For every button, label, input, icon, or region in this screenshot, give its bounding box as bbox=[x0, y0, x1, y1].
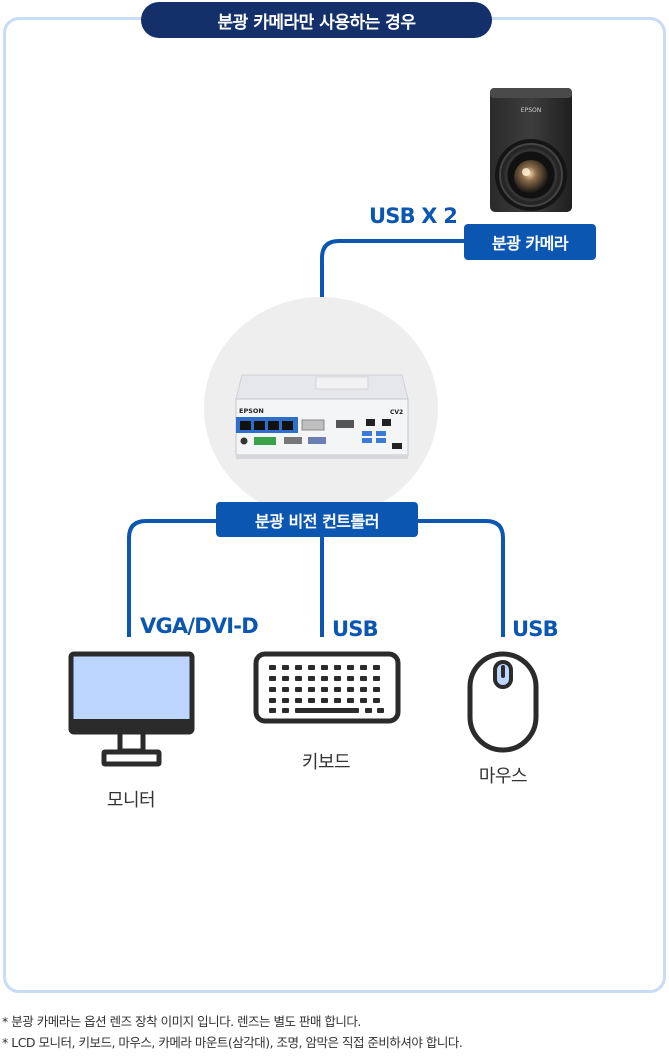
controller-tag: 분광 비전 컨트롤러 bbox=[216, 502, 418, 537]
footnote: * 분광 카메라는 옵션 렌즈 장착 이미지 입니다. 렌즈는 별도 판매 합니… bbox=[2, 1014, 361, 1029]
camera-image: EPSON bbox=[490, 88, 572, 212]
camera-brand: EPSON bbox=[521, 107, 541, 114]
keyboard-label: 키보드 bbox=[301, 752, 351, 773]
mouse-connection-label: USB bbox=[512, 617, 559, 641]
camera-tag: 분광 카메라 bbox=[464, 224, 596, 260]
monitor-connection-label: VGA/DVI-D bbox=[140, 614, 259, 638]
keyboard-connection-label: USB bbox=[332, 617, 379, 641]
mouse-icon bbox=[467, 651, 539, 753]
diagram-title: 분광 카메라만 사용하는 경우 bbox=[141, 2, 492, 38]
mouse-label: 마우스 bbox=[478, 766, 528, 787]
keyboard-icon bbox=[253, 651, 401, 724]
controller-image: EPSON CV2 bbox=[204, 297, 438, 519]
monitor-icon bbox=[68, 651, 195, 767]
monitor-label: 모니터 bbox=[106, 790, 156, 811]
camera-line bbox=[320, 239, 466, 298]
footnote: * LCD 모니터, 키보드, 마우스, 카메라 마운트(삼각대), 조명, 암… bbox=[2, 1035, 463, 1050]
camera-connection-label: USB X 2 bbox=[369, 204, 458, 228]
mouse-line bbox=[415, 519, 505, 637]
footnotes: * 분광 카메라는 옵션 렌즈 장착 이미지 입니다. 렌즈는 별도 판매 합니… bbox=[2, 1011, 463, 1053]
controller-brand: EPSON bbox=[239, 407, 264, 415]
monitor-line bbox=[127, 519, 220, 637]
controller-model: CV2 bbox=[390, 409, 403, 416]
